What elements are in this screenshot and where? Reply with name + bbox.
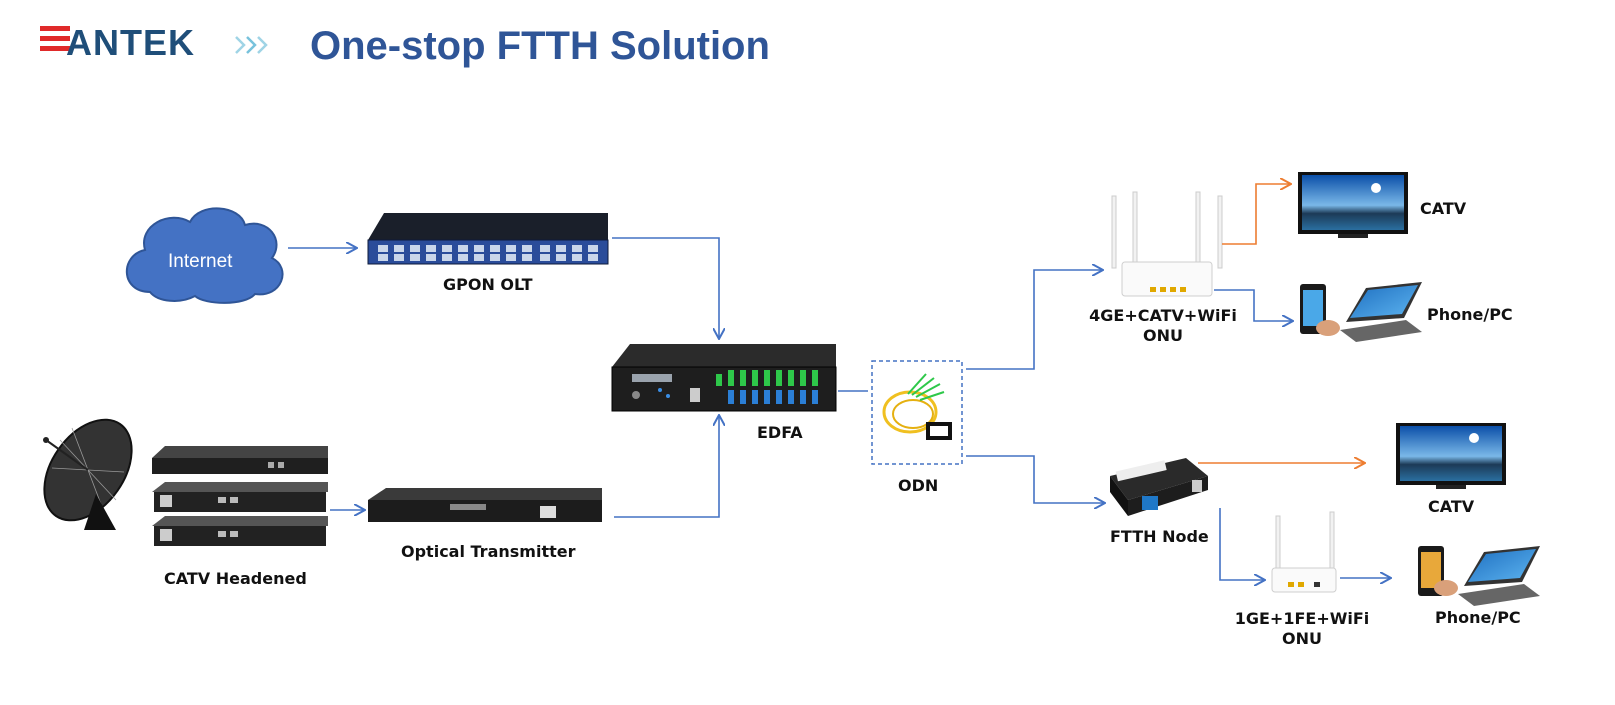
edfa-label: EDFA bbox=[757, 423, 803, 442]
arrow-odn-ftthnode bbox=[966, 455, 1104, 503]
catv-top-label: CATV bbox=[1420, 199, 1467, 218]
optical-transmitter-device-icon bbox=[368, 488, 602, 522]
tv-bottom-icon bbox=[1396, 423, 1506, 489]
phone-pc-top-label: Phone/PC bbox=[1427, 305, 1513, 324]
catv-headend-label: CATV Headened bbox=[164, 569, 307, 588]
internet-label: Internet bbox=[168, 251, 233, 272]
arrow-onu4ge-phonepc bbox=[1214, 289, 1292, 321]
onu-1ge-router-icon bbox=[1271, 511, 1337, 593]
onu-1ge-label: 1GE+1FE+WiFi ONU bbox=[1232, 609, 1372, 649]
page-title: One-stop FTTH Solution bbox=[310, 24, 770, 68]
onu-1ge-label-line2: ONU bbox=[1282, 629, 1322, 648]
onu-1ge-label-line1: 1GE+1FE+WiFi bbox=[1234, 609, 1370, 628]
gpon-olt-device-icon bbox=[367, 213, 609, 265]
gpon-olt-label: GPON OLT bbox=[443, 275, 533, 294]
tv-top-icon bbox=[1298, 172, 1408, 238]
edfa-device-icon bbox=[611, 344, 837, 412]
phone-pc-bottom-label: Phone/PC bbox=[1435, 608, 1521, 627]
logo-icon bbox=[40, 26, 70, 51]
satellite-dish-icon bbox=[43, 418, 133, 530]
arrow-ftthnode-onu1ge bbox=[1219, 508, 1264, 580]
catv-bottom-label: CATV bbox=[1428, 497, 1475, 516]
catv-headend-device-icon bbox=[152, 446, 328, 546]
odn-splitter-icon bbox=[871, 360, 963, 465]
connector-arrows bbox=[288, 237, 1390, 580]
onu-4ge-label-line1: 4GE+CATV+WiFi bbox=[1089, 306, 1237, 325]
optical-transmitter-label: Optical Transmitter bbox=[401, 542, 576, 561]
catv-arrows bbox=[1198, 184, 1364, 463]
odn-label: ODN bbox=[898, 476, 939, 495]
onu-4ge-label: 4GE+CATV+WiFi ONU bbox=[1088, 306, 1238, 346]
onu-4ge-router-icon bbox=[1111, 191, 1223, 297]
phone-pc-bottom-icon bbox=[1418, 546, 1540, 606]
ftth-node-label: FTTH Node bbox=[1110, 527, 1209, 546]
arrow-tx-edfa bbox=[614, 416, 719, 518]
chevrons-icon bbox=[235, 36, 268, 54]
logo-text: ANTEK bbox=[66, 22, 195, 63]
onu-4ge-label-line2: ONU bbox=[1143, 326, 1183, 345]
arrow-olt-edfa bbox=[612, 237, 719, 338]
arrow-odn-onu4ge bbox=[966, 270, 1102, 370]
arrow-onu4ge-catv bbox=[1222, 184, 1290, 245]
phone-pc-top-icon bbox=[1300, 282, 1422, 342]
internet-cloud-icon bbox=[125, 207, 284, 304]
ftth-node-device-icon bbox=[1110, 458, 1208, 516]
